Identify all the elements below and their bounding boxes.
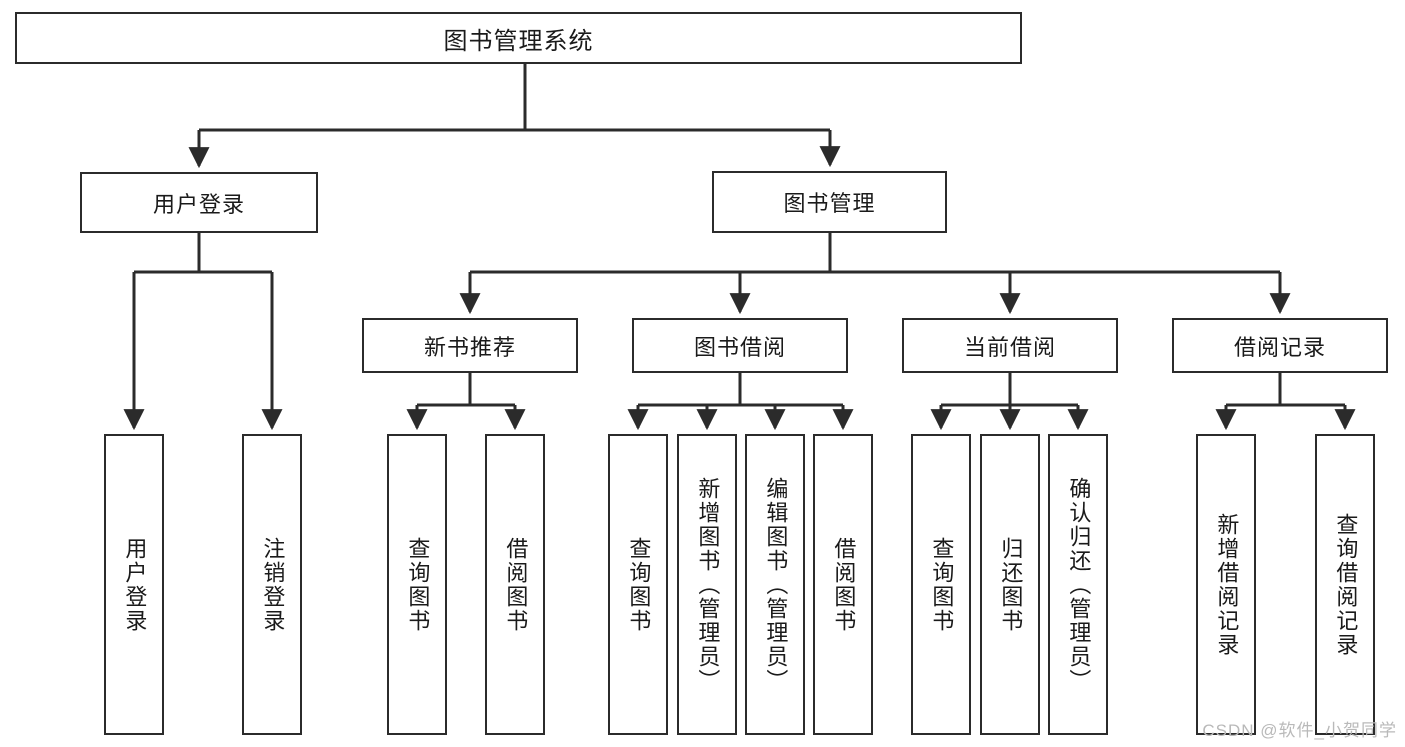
node-leaf-label: 查询借阅记录 [1333, 512, 1359, 657]
node-leaf-query-book-recommend[interactable]: 查询图书 [387, 434, 447, 735]
node-leaf-label: 查询图书 [405, 536, 431, 633]
node-current-borrow[interactable]: 当前借阅 [902, 318, 1118, 373]
node-leaf-borrow-book-recommend[interactable]: 借阅图书 [485, 434, 545, 735]
node-leaf-query-book-borrow[interactable]: 查询图书 [608, 434, 668, 735]
node-leaf-label: 归还图书 [998, 536, 1024, 633]
node-leaf-add-book-admin[interactable]: 新增图书（管理员） [677, 434, 737, 735]
node-book-management[interactable]: 图书管理 [712, 171, 947, 233]
node-leaf-label: 用户登录 [122, 536, 148, 633]
node-leaf-return-book[interactable]: 归还图书 [980, 434, 1040, 735]
node-leaf-query-borrow-record[interactable]: 查询借阅记录 [1315, 434, 1375, 735]
node-leaf-logout[interactable]: 注销登录 [242, 434, 302, 735]
node-leaf-add-borrow-record[interactable]: 新增借阅记录 [1196, 434, 1256, 735]
node-root-book-management-system[interactable]: 图书管理系统 [15, 12, 1022, 64]
watermark-text: CSDN @软件_小贺同学 [1202, 721, 1397, 740]
node-new-book-recommend[interactable]: 新书推荐 [362, 318, 578, 373]
node-borrow-record[interactable]: 借阅记录 [1172, 318, 1388, 373]
node-leaf-label: 查询图书 [929, 536, 955, 633]
node-leaf-user-login[interactable]: 用户登录 [104, 434, 164, 735]
node-leaf-label: 编辑图书（管理员） [763, 476, 789, 693]
node-leaf-label: 查询图书 [626, 536, 652, 633]
node-leaf-label: 新增图书（管理员） [695, 476, 721, 693]
node-leaf-edit-book-admin[interactable]: 编辑图书（管理员） [745, 434, 805, 735]
node-leaf-label: 注销登录 [260, 536, 286, 633]
node-leaf-label: 确认归还（管理员） [1066, 476, 1092, 693]
node-user-login[interactable]: 用户登录 [80, 172, 318, 233]
node-leaf-confirm-return-admin[interactable]: 确认归还（管理员） [1048, 434, 1108, 735]
node-leaf-query-book-current[interactable]: 查询图书 [911, 434, 971, 735]
node-book-borrow[interactable]: 图书借阅 [632, 318, 848, 373]
node-leaf-label: 借阅图书 [503, 536, 529, 633]
node-leaf-borrow-book[interactable]: 借阅图书 [813, 434, 873, 735]
node-leaf-label: 新增借阅记录 [1214, 512, 1240, 657]
node-leaf-label: 借阅图书 [831, 536, 857, 633]
